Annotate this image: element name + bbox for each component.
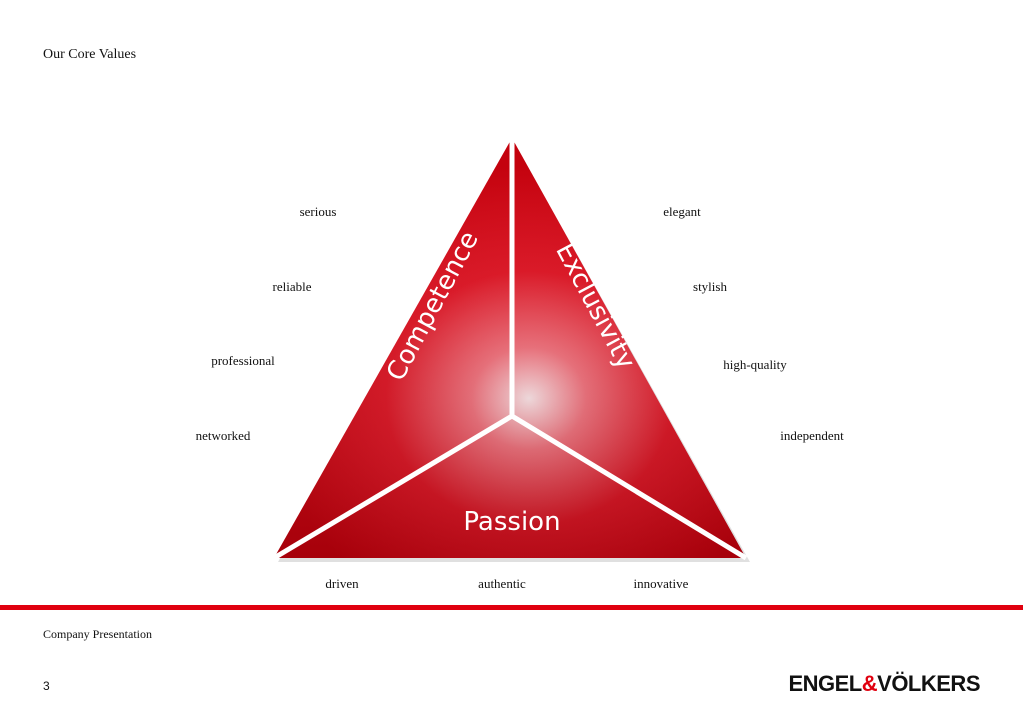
word-independent: independent	[780, 428, 844, 443]
slide-title: Our Core Values	[43, 47, 137, 62]
word-elegant: elegant	[663, 204, 701, 219]
divider-left	[272, 413, 514, 561]
word-reliable: reliable	[272, 279, 312, 294]
word-high-quality: high-quality	[723, 357, 787, 372]
word-driven: driven	[325, 576, 359, 591]
footer-divider-bar	[0, 605, 1023, 610]
word-innovative: innovative	[633, 576, 689, 591]
word-authentic: authentic	[478, 576, 526, 591]
word-serious: serious	[299, 204, 337, 219]
label-passion: Passion	[463, 507, 560, 537]
logo-part1: ENGEL	[788, 671, 862, 696]
word-professional: professional	[211, 353, 275, 368]
footer-company-presentation: Company Presentation	[43, 627, 152, 641]
page-number: 3	[43, 679, 50, 693]
engel-voelkers-logo: ENGEL&VÖLKERS	[788, 671, 980, 697]
divider-right	[510, 413, 748, 561]
core-values-triangle: Competence Exclusivity Passion	[268, 134, 758, 564]
logo-part2: VÖLKERS	[877, 671, 980, 696]
word-networked: networked	[195, 428, 251, 443]
word-stylish: stylish	[693, 279, 727, 294]
logo-ampersand: &	[861, 671, 878, 696]
